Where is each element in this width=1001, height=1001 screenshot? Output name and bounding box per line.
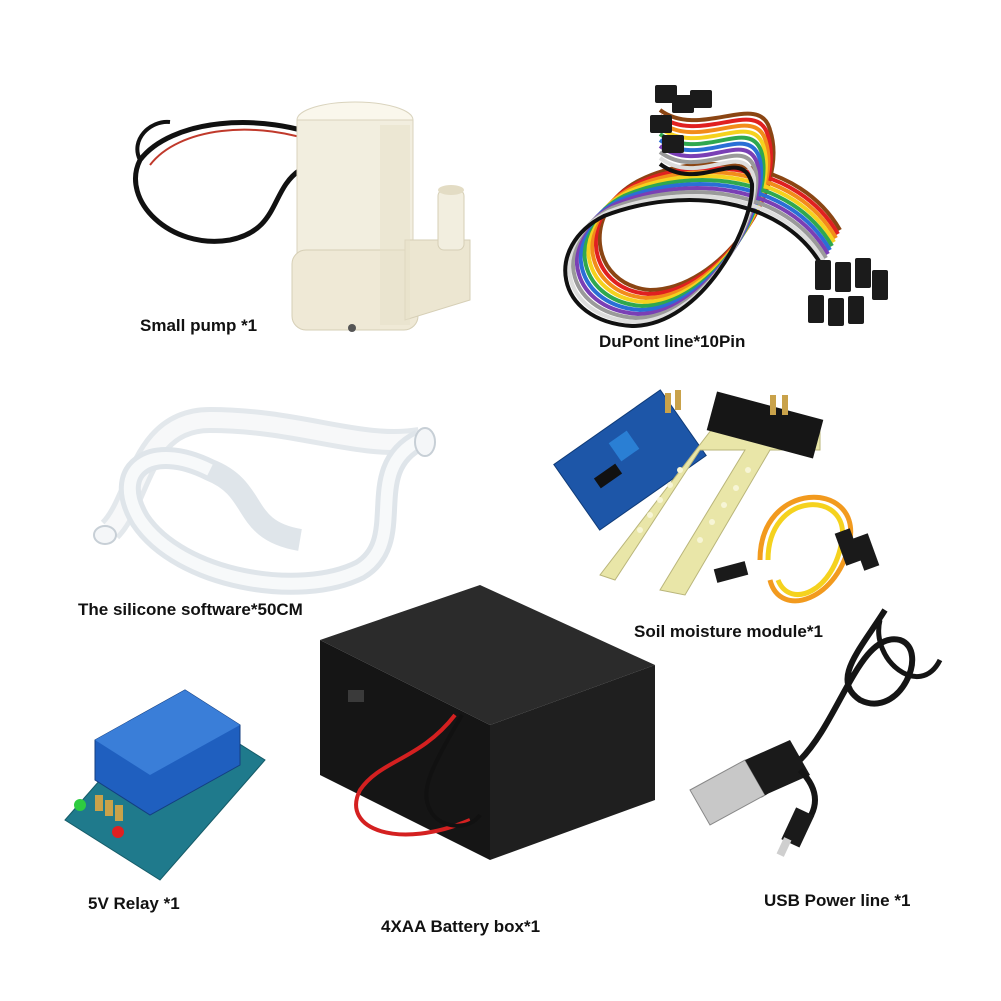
battery-box <box>320 585 655 860</box>
dupont-line-label: DuPont line*10Pin <box>599 332 746 351</box>
silicone-tube <box>93 406 436 595</box>
usb-cable <box>689 608 943 857</box>
small-pump-label: Small pump *1 <box>140 316 258 335</box>
usb-power-line-label: USB Power line *1 <box>764 891 911 910</box>
soil-moisture-module <box>553 389 880 604</box>
soil-moisture-module-label: Soil moisture module*1 <box>634 622 823 641</box>
silicone-tube-label: The silicone software*50CM <box>78 600 303 619</box>
dupont-cable <box>563 85 888 329</box>
battery-box-label: 4XAA Battery box*1 <box>381 917 541 936</box>
small-pump <box>133 101 471 332</box>
relay-label: 5V Relay *1 <box>88 894 180 913</box>
relay-module <box>64 689 266 881</box>
